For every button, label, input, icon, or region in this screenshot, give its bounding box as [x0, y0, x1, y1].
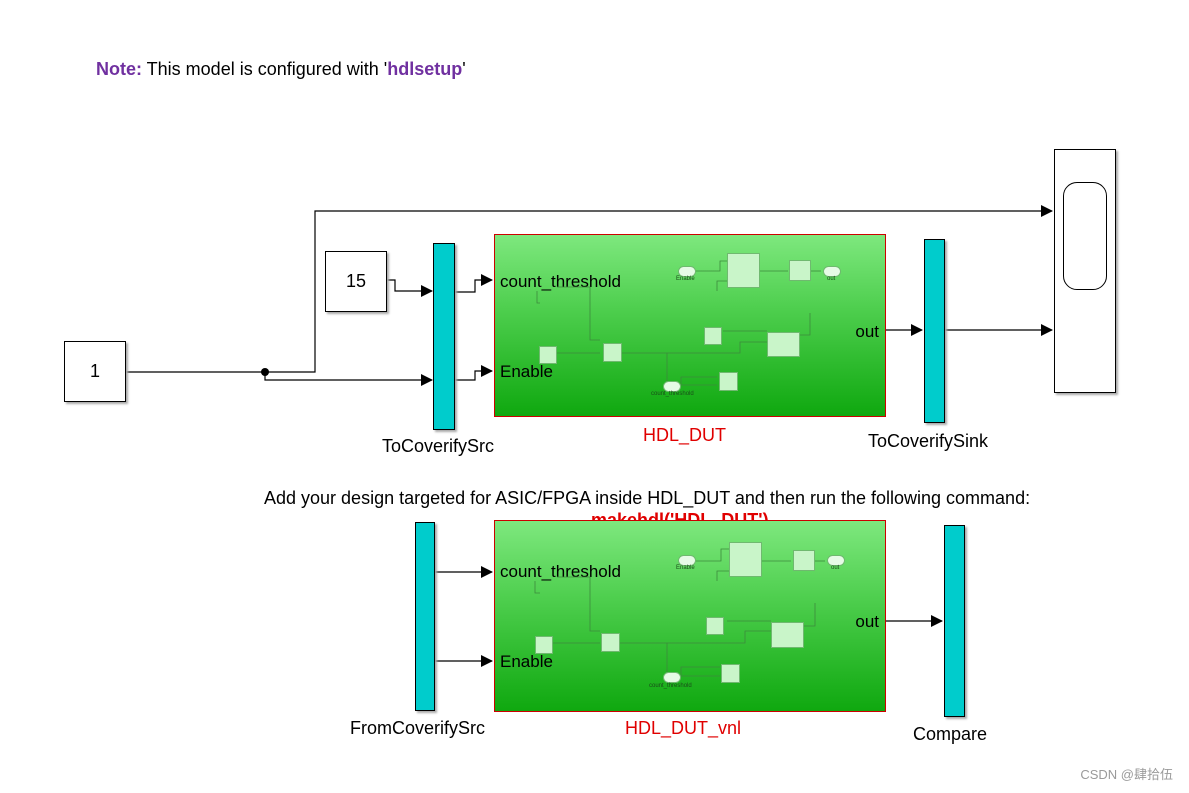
port-out: out [855, 322, 879, 341]
inner-block-and [719, 372, 738, 391]
model-note: Note: This model is configured with 'hdl… [96, 59, 466, 79]
vnl-inner-block-sum [601, 633, 620, 652]
vnl-inner-block-relop [771, 622, 804, 648]
inner-enable-port [678, 266, 696, 277]
inner-block-const [539, 346, 557, 364]
wire-src-to-enable [455, 365, 493, 381]
inner-threshold-label: count_threshold [651, 391, 694, 397]
inner-diagram-lines [536, 260, 821, 386]
branch-point [261, 368, 269, 376]
wire-to-src-enable [264, 372, 433, 386]
scope-screen [1063, 182, 1107, 290]
to-coverify-src-block[interactable] [433, 243, 455, 430]
hdl-dut-label: HDL_DUT [643, 425, 727, 445]
from-coverify-src-block[interactable] [415, 522, 435, 711]
instruction-text: Add your design targeted for ASIC/FPGA i… [264, 488, 1031, 508]
compare-block[interactable] [944, 525, 965, 717]
vnl-inner-enable-port [678, 555, 696, 566]
vnl-port-out: out [855, 612, 879, 631]
inner-enable-label: Enable [676, 276, 695, 282]
inner-out-port [823, 266, 841, 277]
to-coverify-sink-label: ToCoverifySink [868, 431, 989, 451]
vnl-port-count-threshold: count_threshold [500, 562, 621, 581]
inner-block-gain [704, 327, 722, 345]
hdl-dut-subsystem[interactable]: count_threshold Enable out Enable out co… [494, 234, 886, 417]
compare-label: Compare [913, 724, 988, 744]
wire-src-to-count [455, 274, 493, 293]
vnl-inner-block-delay [793, 550, 815, 571]
vnl-port-enable: Enable [500, 652, 553, 671]
to-coverify-src-label: ToCoverifySrc [382, 436, 495, 456]
port-enable: Enable [500, 362, 553, 381]
vnl-inner-threshold-port [663, 672, 681, 683]
hdl-dut-vnl-label: HDL_DUT_vnl [625, 718, 742, 738]
vnl-inner-out-label: out [831, 565, 840, 571]
wire-const15-out [387, 279, 433, 297]
vnl-inner-out-port [827, 555, 845, 566]
inner-block-sum [603, 343, 622, 362]
inner-block-delay [789, 260, 811, 281]
vnl-inner-diagram-lines [534, 548, 825, 677]
vnl-inner-threshold-label: count_threshold [649, 683, 692, 689]
vnl-inner-block-switch [729, 542, 762, 577]
wire-to-scope-top [265, 205, 1053, 373]
constant-block-1[interactable]: 1 [64, 341, 126, 402]
port-count-threshold: count_threshold [500, 272, 621, 291]
inner-threshold-port [663, 381, 681, 392]
inner-block-switch [727, 253, 760, 288]
vnl-inner-enable-label: Enable [676, 565, 695, 571]
vnl-inner-block-gain [706, 617, 724, 635]
inner-out-label: out [827, 276, 836, 282]
scope-block[interactable] [1054, 149, 1116, 393]
from-coverify-src-label: FromCoverifySrc [350, 718, 486, 738]
to-coverify-sink-block[interactable] [924, 239, 945, 423]
hdl-dut-vnl-subsystem[interactable]: count_threshold Enable out Enable out co… [494, 520, 886, 712]
vnl-inner-block-const [535, 636, 553, 654]
watermark: CSDN @肆拾伍 [1080, 767, 1173, 782]
inner-block-relop [767, 332, 800, 357]
constant-block-15[interactable]: 15 [325, 251, 387, 312]
vnl-inner-block-and [721, 664, 740, 683]
